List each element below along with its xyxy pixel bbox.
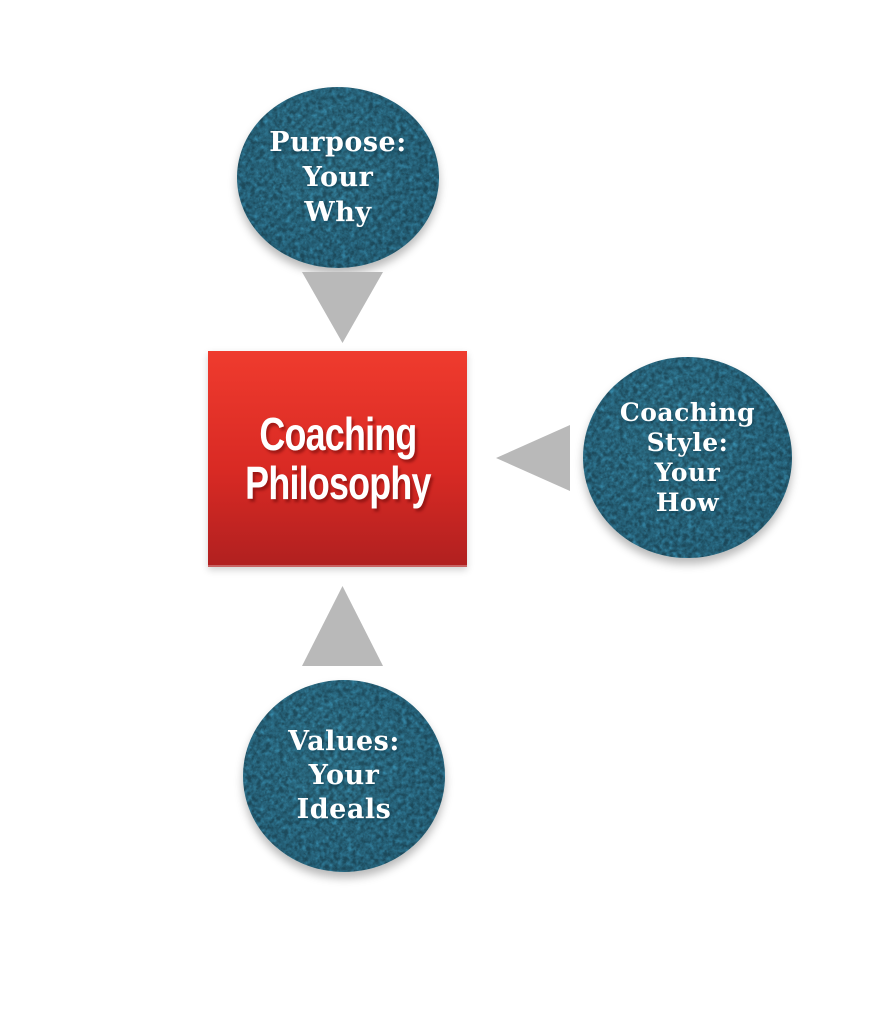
coaching-style-node: Coaching Style: Your How [583, 357, 792, 558]
purpose-node-label: Purpose: Your Why [269, 127, 407, 228]
arrow-down-icon [302, 272, 383, 343]
arrow-up-icon [302, 586, 383, 666]
coaching-philosophy-label: Coaching Philosophy [244, 408, 431, 509]
purpose-node: Purpose: Your Why [237, 87, 439, 268]
arrow-left-icon [496, 425, 570, 491]
coaching-style-node-label: Coaching Style: Your How [619, 397, 756, 517]
values-node: Values: Your Ideals [243, 680, 445, 872]
coaching-philosophy-box: Coaching Philosophy [208, 351, 467, 567]
values-node-label: Values: Your Ideals [288, 726, 400, 825]
